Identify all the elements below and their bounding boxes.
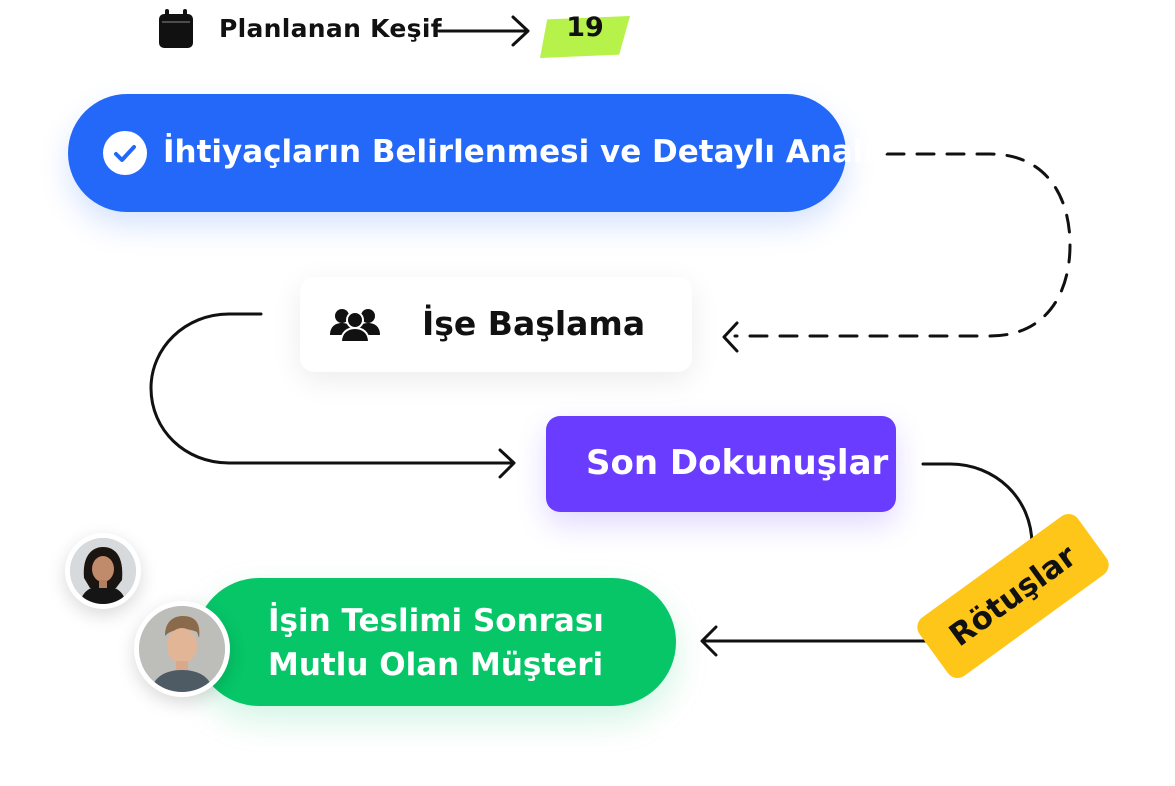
header-arrow-head bbox=[511, 15, 530, 47]
calendar-icon bbox=[158, 9, 194, 49]
header-label: Planlanan Keşif bbox=[219, 14, 442, 43]
check-circle-icon bbox=[103, 131, 147, 175]
count-badge-value: 19 bbox=[566, 12, 604, 43]
avatar-woman bbox=[65, 533, 141, 609]
step-happy-customer-line2: Mutlu Olan Müşteri bbox=[268, 647, 604, 683]
count-badge: 19 bbox=[540, 12, 630, 58]
step-happy-customer: İşin Teslimi Sonrası Mutlu Olan Müşteri bbox=[195, 578, 676, 706]
curve-step2-to-step3 bbox=[149, 312, 514, 465]
step-final-touches-label: Son Dokunuşlar bbox=[586, 443, 889, 483]
dashed-loop-path bbox=[733, 152, 1072, 338]
dashed-loop-arrow-head bbox=[722, 321, 739, 353]
step-happy-customer-line1: İşin Teslimi Sonrası bbox=[268, 603, 604, 639]
curve-step3-to-tag bbox=[921, 462, 1034, 547]
avatar-man bbox=[134, 601, 230, 697]
arrow-step4-head bbox=[700, 625, 718, 657]
step-start-work: İşe Başlama bbox=[300, 277, 692, 372]
step-final-touches: Son Dokunuşlar bbox=[546, 416, 896, 512]
step-start-work-label: İşe Başlama bbox=[422, 304, 646, 343]
step-needs-analysis: İhtiyaçların Belirlenmesi ve Detaylı Ana… bbox=[68, 94, 892, 212]
curve-step3-arrow-head bbox=[498, 448, 516, 479]
step-needs-analysis-label: İhtiyaçların Belirlenmesi ve Detaylı Ana… bbox=[163, 134, 893, 170]
users-icon bbox=[330, 309, 380, 343]
